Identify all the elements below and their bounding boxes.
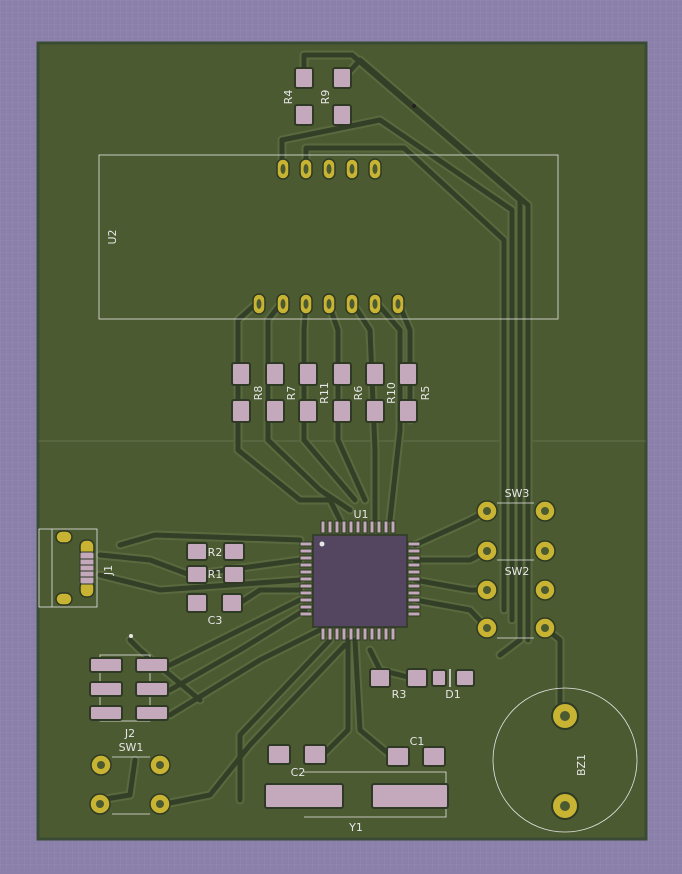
label-y1: Y1 — [348, 821, 363, 834]
label-r5: R5 — [419, 386, 432, 401]
label-c3: C3 — [208, 614, 223, 627]
label-r7: R7 — [285, 386, 298, 401]
resistor-r6[interactable]: R6 — [332, 362, 365, 423]
label-r2: R2 — [208, 546, 223, 559]
led-d1[interactable]: D1 — [431, 669, 475, 701]
label-r9: R9 — [319, 90, 332, 105]
resistor-r3[interactable]: R3 — [369, 668, 428, 701]
resistor-r4[interactable]: R4 — [282, 67, 314, 126]
buzzer-bz1[interactable]: BZ1 — [492, 687, 638, 833]
resistor-r8[interactable]: R8 — [231, 362, 265, 423]
label-c1: C1 — [410, 735, 425, 748]
resistor-r5[interactable]: R5 — [398, 362, 432, 423]
crystal-y1[interactable]: Y1 — [264, 771, 449, 834]
u1-pads-top — [320, 520, 396, 534]
u2-bottom-pins — [252, 293, 405, 315]
module-u2[interactable]: U2 — [98, 154, 559, 320]
label-r1: R1 — [208, 568, 223, 581]
connector-j2[interactable]: J2 — [89, 634, 169, 740]
switch-sw2[interactable]: SW2 — [476, 565, 556, 639]
u1-pads-bottom — [320, 627, 396, 641]
switch-sw1[interactable]: SW1 — [89, 741, 171, 815]
label-j2: J2 — [124, 727, 135, 740]
resistor-r11[interactable]: R11 — [298, 362, 331, 423]
u1-pads-left — [299, 541, 313, 617]
connector-j1[interactable]: J1 — [38, 528, 115, 608]
label-r6: R6 — [352, 386, 365, 401]
label-c2: C2 — [291, 766, 306, 779]
label-r10: R10 — [385, 382, 398, 404]
label-r4: R4 — [282, 90, 295, 105]
label-u2: U2 — [106, 229, 119, 244]
capacitor-c2[interactable]: C2 — [267, 744, 327, 779]
resistor-r1[interactable]: R1 — [186, 565, 245, 584]
label-sw2: SW2 — [505, 565, 530, 578]
copper-traces — [95, 50, 565, 810]
pin1-marker — [319, 541, 325, 547]
label-u1: U1 — [353, 508, 368, 521]
label-bz1: BZ1 — [575, 754, 588, 776]
label-r8: R8 — [252, 386, 265, 401]
via — [412, 104, 416, 108]
sw1-pins — [89, 754, 171, 815]
u2-top-pins — [276, 158, 382, 180]
sw3-pins — [476, 500, 556, 562]
label-sw3: SW3 — [505, 487, 530, 500]
label-r3: R3 — [392, 688, 407, 701]
label-sw1: SW1 — [119, 741, 144, 754]
resistor-r9[interactable]: R9 — [319, 67, 352, 126]
sw2-pins — [476, 579, 556, 639]
label-d1: D1 — [445, 688, 460, 701]
switch-sw3[interactable]: SW3 — [476, 487, 556, 562]
label-r11: R11 — [318, 382, 331, 404]
ic-u1[interactable]: U1 — [299, 508, 421, 641]
capacitor-c1[interactable]: C1 — [386, 735, 446, 767]
resistor-r7[interactable]: R7 — [265, 362, 298, 423]
resistor-r10[interactable]: R10 — [365, 362, 398, 423]
label-j1: J1 — [102, 565, 115, 576]
resistor-r2[interactable]: R2 — [186, 542, 245, 561]
capacitor-c3[interactable]: C3 — [186, 593, 243, 627]
u1-body — [312, 534, 408, 628]
u1-pads-right — [407, 541, 421, 617]
